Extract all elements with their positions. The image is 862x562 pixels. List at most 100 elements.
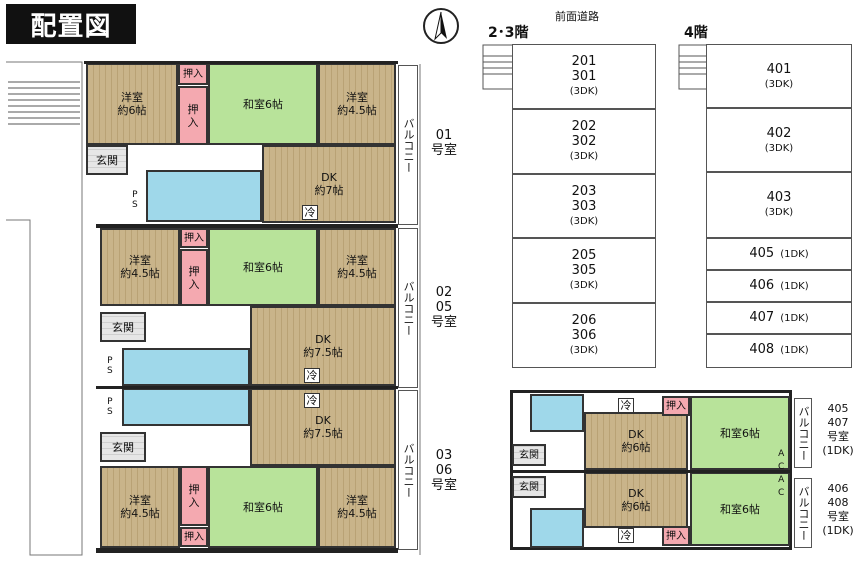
oshiire-02a: 押入: [180, 228, 208, 248]
small-bath-b: [530, 508, 584, 548]
floor23-unit-line: (3DK): [569, 215, 599, 227]
ps-03: P S: [107, 397, 113, 417]
floor23-unit-line: 306: [571, 328, 597, 344]
floor4-unit-number: 408: [749, 342, 775, 357]
ps-01: P S: [132, 190, 138, 210]
small-ac-a: A C: [778, 449, 785, 472]
floor23-unit-line: 205: [571, 248, 597, 264]
floor-4-label: 4階: [684, 25, 708, 41]
ps-02: P S: [107, 356, 113, 376]
floor4-unit-label: 401(3DK): [706, 62, 852, 92]
floor23-unit-line: 301: [571, 69, 597, 84]
small-dk-a: DK 約6帖: [584, 412, 688, 470]
small-oshiire-a: 押入: [662, 396, 690, 416]
floor23-unit-line: (3DK): [569, 86, 599, 97]
room-washitsu-03: 和室6帖: [208, 466, 318, 548]
floor4-unit-label: 405 (1DK): [706, 246, 852, 262]
page-title: 配置図: [6, 4, 136, 44]
small-divider: [512, 470, 790, 473]
oshiire-02b: 押 入: [180, 249, 208, 306]
dk-03: DK 約7.5帖: [250, 388, 396, 466]
small-bath-a: [530, 394, 584, 432]
genkan-03: 玄関: [100, 432, 146, 462]
oshiire-03b: 押入: [180, 527, 208, 547]
floor23-unit-line: 202: [571, 118, 597, 134]
floor4-unit-cell: [706, 302, 852, 334]
small-fridge-a: 冷: [618, 398, 634, 413]
small-genkan-a: 玄関: [512, 444, 546, 466]
bath-01: [146, 170, 262, 222]
room-yoshitsu-02a: 洋室 約4.5帖: [100, 228, 180, 306]
floor4-unit-cell: [706, 270, 852, 302]
small-fridge-b: 冷: [618, 528, 634, 543]
room-yoshitsu-01a: 洋室 約6帖: [86, 63, 178, 145]
road-label: 前面道路: [555, 10, 599, 23]
floor23-unit-cell: [512, 303, 656, 368]
floor4-unit-label: 402(3DK): [706, 126, 852, 156]
wall-line: [84, 61, 398, 64]
oshiire-01b: 押 入: [178, 86, 208, 145]
room-yoshitsu-03a: 洋室 約4.5帖: [100, 466, 180, 548]
room-yoshitsu-03b: 洋室 約4.5帖: [318, 466, 396, 548]
room-yoshitsu-02b: 洋室 約4.5帖: [318, 228, 396, 306]
floor23-unit-line: (3DK): [569, 345, 599, 357]
genkan-02: 玄関: [100, 312, 146, 342]
floor4-unit-label: 403(3DK): [706, 190, 852, 220]
floor4-unit-cell: [706, 172, 852, 238]
floor4-unit-type: (1DK): [780, 345, 809, 356]
balcony-02: バルコニー: [398, 228, 418, 388]
floor-23-label: 2･3階: [488, 25, 529, 41]
dk-01: DK 約7帖: [262, 145, 396, 223]
room-washitsu-02: 和室6帖: [208, 228, 318, 306]
floor4-unit-cell: [706, 108, 852, 172]
floor23-unit-cell: [512, 238, 656, 304]
oshiire-03a: 押 入: [180, 466, 208, 526]
wall-line: [96, 386, 398, 389]
dk-02: DK 約7.5帖: [250, 306, 396, 386]
north-arrow-icon: [423, 8, 459, 44]
floor4-unit-label: 406(1DK): [706, 278, 852, 294]
fridge-03: 冷: [304, 393, 320, 408]
floor4-unit-number: 401: [766, 62, 792, 77]
small-balcony-b: バルコニー: [794, 478, 812, 548]
room-yoshitsu-01b: 洋室 約4.5帖: [318, 63, 396, 145]
floor4-unit-type: (3DK): [764, 143, 794, 154]
small-washitsu-a: 和室6帖: [690, 396, 790, 470]
floor23-unit-line: 206: [571, 313, 597, 329]
floor23-unit-line: 303: [571, 198, 597, 214]
room-washitsu-01: 和室6帖: [208, 63, 318, 145]
floor4-unit-number: 407: [749, 310, 775, 325]
floor23-unit-cell: [512, 108, 656, 174]
floor23-unit-line: (3DK): [569, 280, 599, 292]
floor4-unit-cell: [706, 334, 852, 368]
balcony-03: バルコニー: [398, 390, 418, 550]
floor23-unit-cell: [512, 44, 656, 109]
floor4-unit-number: 403: [766, 190, 792, 205]
small-balcony-a: バルコニー: [794, 398, 812, 468]
floor4-unit-type: (1DK): [780, 249, 809, 260]
bath-03: [122, 388, 250, 426]
floor4-unit-label: 408 (1DK): [706, 342, 852, 358]
floor23-unit-line: 305: [571, 263, 597, 279]
unit-label-01: 01 号室: [430, 128, 457, 158]
small-oshiire-b: 押入: [662, 526, 690, 546]
fridge-02: 冷: [304, 368, 320, 383]
floor23-unit-line: 201: [571, 54, 597, 69]
floor4-unit-number: 405: [749, 246, 775, 261]
wall-line: [96, 548, 398, 553]
genkan-01: 玄関: [86, 145, 128, 175]
small-label-top: 405 407 号室 (1DK): [822, 402, 854, 457]
floor4-unit-cell: [706, 238, 852, 270]
floor4-unit-label: 407 (1DK): [706, 310, 852, 326]
unit-label-0306: 03 06 号室: [430, 448, 457, 493]
main-plan-outline: [6, 61, 421, 556]
small-genkan-b: 玄関: [512, 476, 546, 498]
bath-02: [122, 348, 250, 386]
floor23-unit-line: 203: [571, 183, 597, 199]
floor4-unit-type: (1DK): [780, 313, 809, 324]
